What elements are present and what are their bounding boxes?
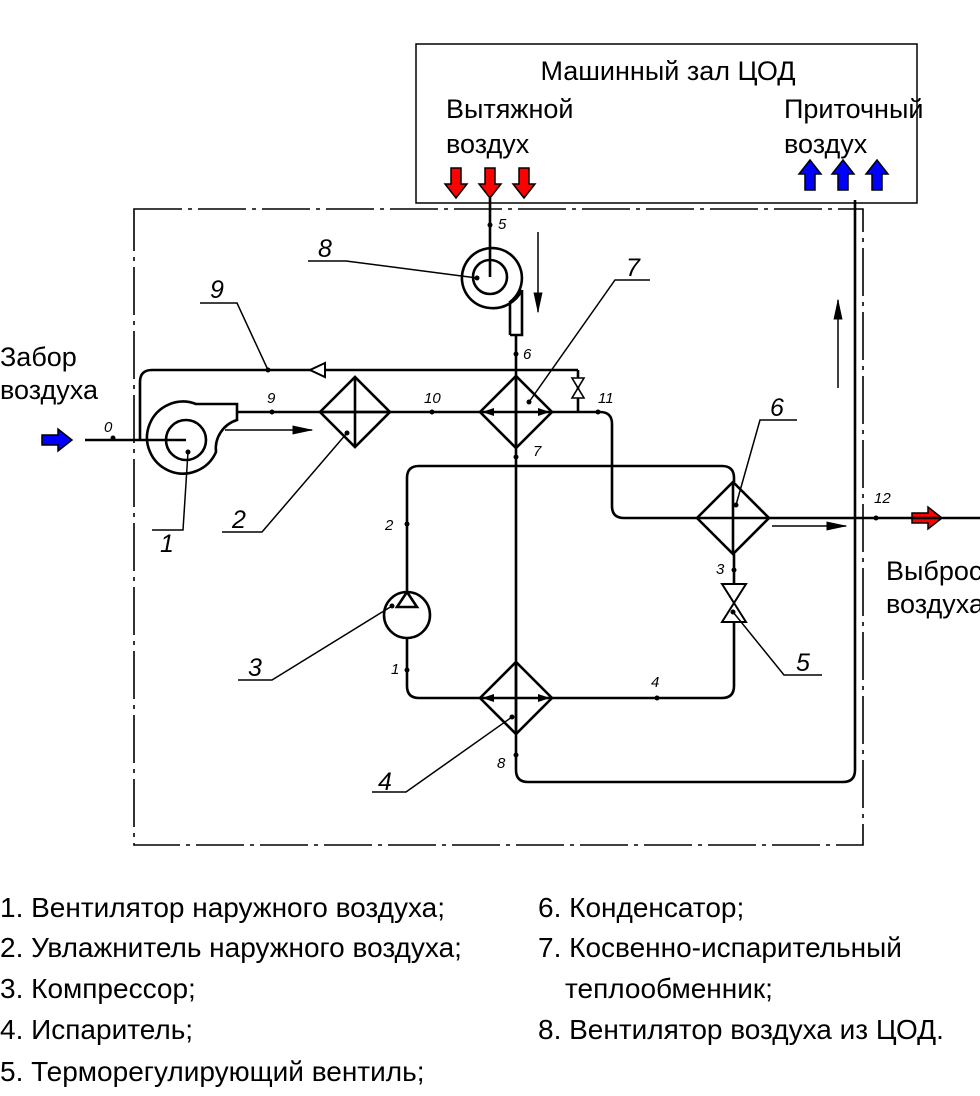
callout-number: 7 (626, 254, 641, 282)
blue-up-arrow-icon (797, 158, 823, 191)
callout-number: 6 (770, 394, 784, 422)
point-label: 1 (391, 661, 399, 678)
point-label: 9 (267, 390, 276, 407)
callout-number: 3 (248, 654, 262, 682)
exhaust-air-label-2: воздух (446, 129, 530, 159)
intake-label-2: воздуха (0, 375, 99, 405)
supply-air-label-1: Приточный (784, 94, 923, 124)
data-hall-title: Машинный зал ЦОД (540, 56, 795, 86)
callout-number: 1 (160, 530, 174, 558)
red-down-arrow-icon (511, 167, 537, 200)
point-label: 8 (497, 755, 506, 772)
legend-item: 6. Конденсатор; (538, 892, 744, 923)
flow-arrows (225, 232, 848, 531)
evaporator (478, 660, 554, 736)
exhaust-air-label-1: Вытяжной (446, 94, 573, 124)
data-hall-box: Машинный зал ЦОД Вытяжной воздух Приточн… (415, 43, 923, 204)
point-label: 4 (651, 674, 659, 691)
point-label: 7 (533, 443, 542, 460)
point-label: 6 (523, 346, 532, 363)
point-label: 2 (384, 517, 394, 534)
blue-up-arrow-icon (864, 158, 890, 191)
humidifier (318, 375, 392, 449)
data-hall-air-path (488, 198, 857, 784)
outdoor-air-path (85, 361, 980, 520)
data-hall-fan (460, 246, 524, 337)
indirect-evaporative-heat-exchanger (478, 374, 554, 450)
blue-up-arrow-icon (830, 158, 856, 191)
callout-number: 9 (210, 276, 224, 304)
legend-item: 5. Терморегулирующий вентиль; (0, 1056, 424, 1087)
intake-label-1: Забор (0, 342, 77, 372)
callout-number: 4 (378, 768, 392, 796)
outdoor-air-fan (145, 400, 239, 475)
state-points: 0 9 10 11 12 5 6 7 8 1 2 3 4 (104, 216, 891, 772)
compressor (382, 589, 432, 640)
legend: 1. Вентилятор наружного воздуха; 2. Увла… (0, 892, 944, 1087)
point-label: 3 (716, 561, 725, 578)
point-label: 10 (424, 390, 441, 407)
legend-item: 8. Вентилятор воздуха из ЦОД. (538, 1014, 944, 1045)
refrigerant-loop (405, 464, 748, 700)
expansion-valve (720, 583, 748, 623)
callout-number: 8 (318, 235, 332, 263)
callouts: 1 2 3 4 5 6 7 8 9 (152, 235, 822, 796)
exhaust-arrows (443, 167, 537, 200)
legend-item: 3. Компрессор; (0, 973, 196, 1004)
blue-intake-arrow-icon (41, 427, 74, 453)
legend-item: 1. Вентилятор наружного воздуха; (0, 892, 445, 923)
discharge-label-1: Выброс (886, 556, 980, 586)
point-label: 12 (874, 490, 891, 507)
discharge-label-2: воздуха (886, 589, 980, 619)
callout-number: 5 (796, 649, 810, 677)
legend-item: 7. Косвенно-испарительный (538, 932, 902, 963)
unit-boundary (133, 208, 864, 846)
condenser (695, 480, 771, 556)
supply-air-label-2: воздух (784, 129, 868, 159)
point-label: 11 (598, 390, 614, 407)
legend-item: теплообменник; (565, 973, 773, 1004)
red-down-arrow-icon (443, 167, 469, 200)
point-label: 0 (104, 419, 113, 436)
legend-item: 4. Испаритель; (0, 1014, 193, 1045)
legend-item: 2. Увлажнитель наружного воздуха; (0, 932, 462, 963)
point-label: 5 (498, 216, 507, 233)
callout-number: 2 (231, 506, 246, 534)
red-down-arrow-icon (477, 167, 503, 200)
bypass-valve (570, 377, 586, 399)
supply-arrows (797, 158, 890, 191)
